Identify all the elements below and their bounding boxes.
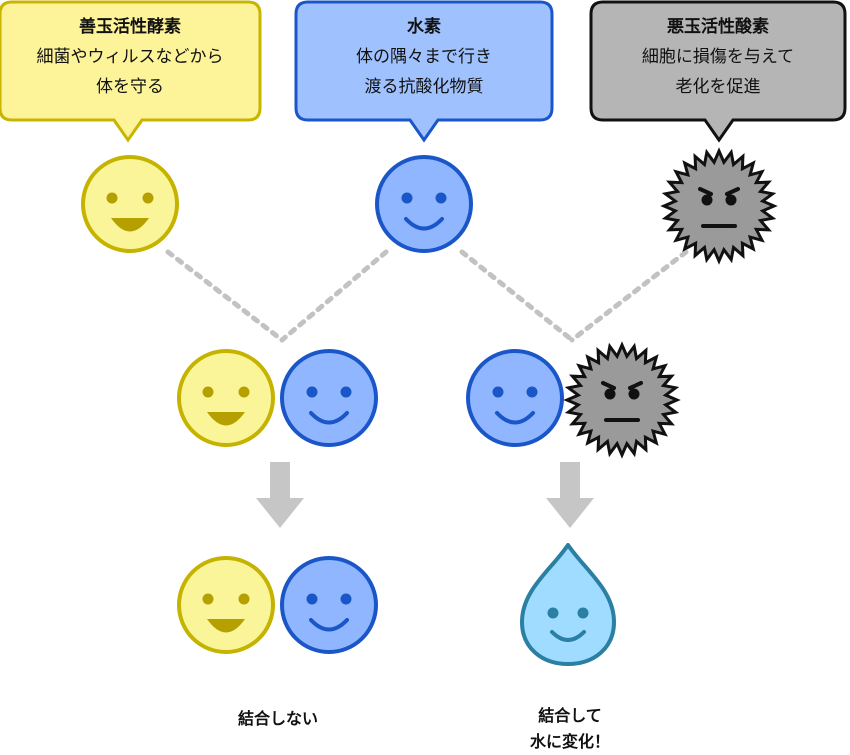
caption-no-bond: 結合しない (237, 709, 318, 728)
connector-bad-to-pair (569, 249, 689, 343)
caption-bond-line-2: 水に変化！ (529, 732, 610, 751)
bubble-bad-line-1: 細胞に損傷を与えて (642, 47, 794, 67)
down-arrow-right (546, 462, 594, 528)
bubble-bad-oxygen: 悪玉活性酸素 細胞に損傷を与えて 老化を促進 (589, 0, 847, 143)
bubble-hydrogen-shape (294, 0, 554, 143)
connector-good-to-pair (165, 249, 285, 343)
left-pair-hydrogen-face (280, 349, 378, 447)
down-arrow-left (256, 462, 304, 528)
bubble-good-line-2: 体を守る (96, 77, 164, 97)
bubble-hydrogen: 水素 体の隅々まで行き 渡る抗酸化物質 (294, 0, 554, 143)
hydrogen-face-top (375, 155, 473, 253)
bubble-good-shape (0, 0, 262, 143)
spiky-shape (563, 341, 681, 459)
right-pair-bad-face (563, 341, 681, 459)
bubble-bad-shape (589, 0, 847, 143)
connector-hydrogen-to-left-pair (279, 249, 389, 343)
result-good-face (177, 556, 275, 654)
bubble-good-title: 善玉活性酵素 (79, 16, 181, 37)
left-pair-good-face (177, 349, 275, 447)
connector-lines (165, 249, 689, 343)
spiky-shape (660, 147, 778, 265)
right-pair-hydrogen-face (466, 349, 564, 447)
good-enzyme-face-top (81, 155, 179, 253)
bubble-hydrogen-title: 水素 (407, 16, 441, 37)
bubble-bad-title: 悪玉活性酸素 (667, 16, 769, 37)
bubble-bad-line-2: 老化を促進 (676, 77, 761, 97)
bubble-hydrogen-line-1: 体の隅々まで行き (356, 47, 492, 67)
bad-oxygen-face-top (660, 147, 778, 265)
caption-bond-line-1: 結合して (538, 706, 602, 725)
bubble-good-enzyme: 善玉活性酵素 細菌やウィルスなどから 体を守る (0, 0, 262, 143)
bubble-hydrogen-line-2: 渡る抗酸化物質 (365, 77, 484, 97)
water-drop-face (520, 543, 616, 666)
bubble-good-line-1: 細菌やウィルスなどから (37, 47, 224, 67)
connector-hydrogen-to-right-pair (459, 249, 575, 343)
result-hydrogen-face (280, 556, 378, 654)
